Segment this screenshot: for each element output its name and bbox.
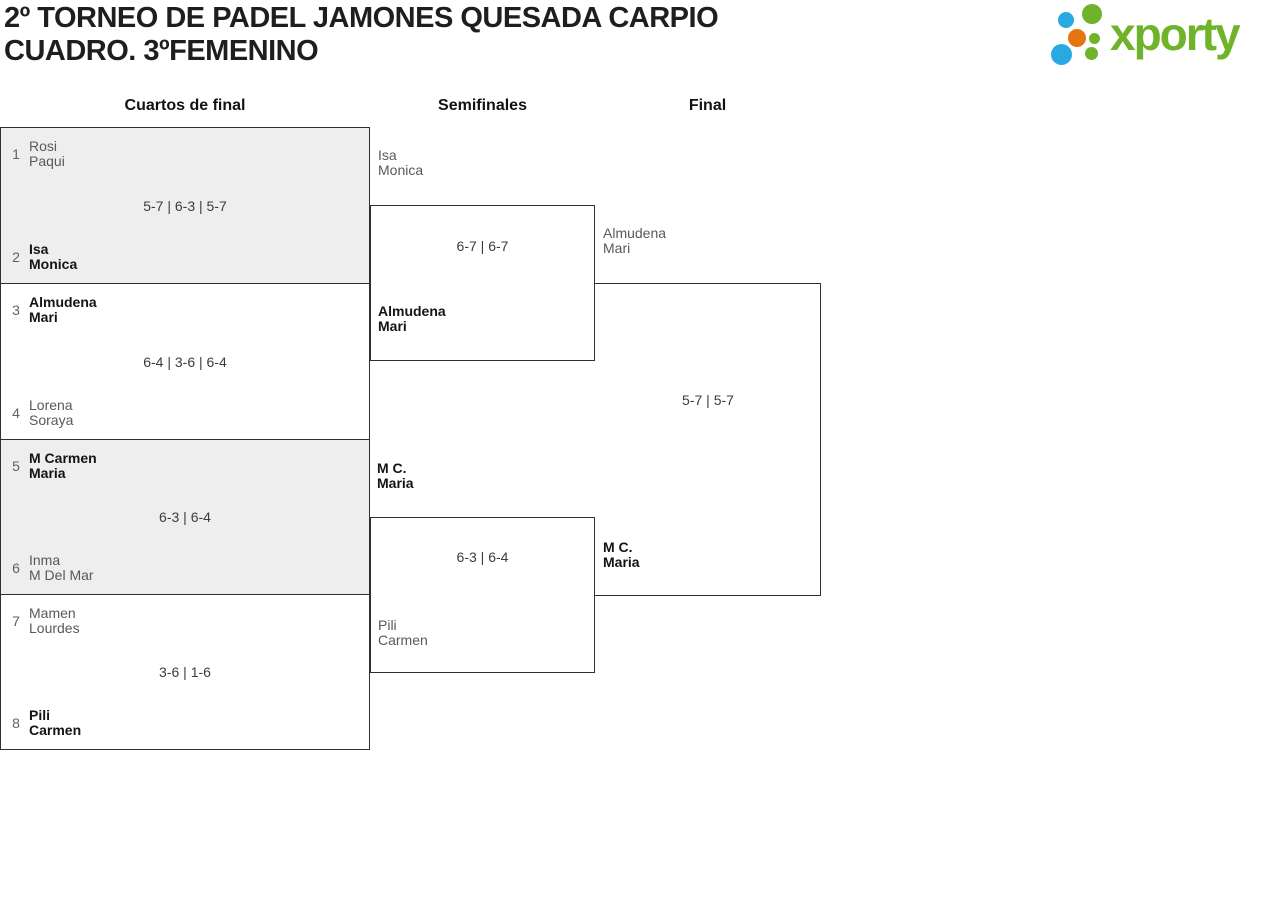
player-name: M Carmen xyxy=(29,450,97,466)
player-name: Maria xyxy=(603,554,640,570)
team-entry-seed-3: 3 Almudena Mari xyxy=(9,295,97,325)
player-name: M C. xyxy=(377,460,407,476)
round-header-cuartos: Cuartos de final xyxy=(124,97,246,114)
tournament-title: 2º TORNEO DE PADEL JAMONES QUESADA CARPI… xyxy=(4,2,719,34)
team-names: Inma M Del Mar xyxy=(29,553,94,583)
player-name: Carmen xyxy=(29,722,82,738)
team-entry-seed-7: 7 Mamen Lourdes xyxy=(9,606,80,636)
logo-dot-orange-icon xyxy=(1068,29,1086,47)
player-name: Paqui xyxy=(29,153,65,169)
seed-number: 2 xyxy=(12,249,20,265)
semifinal-1-team-bottom: Almudena Mari xyxy=(378,304,446,334)
seed-number: 5 xyxy=(12,458,20,474)
player-name: Almudena xyxy=(603,225,667,241)
match-final-box xyxy=(595,283,821,596)
player-name: Maria xyxy=(377,475,414,491)
logo-dot-blue-small-icon xyxy=(1058,12,1074,28)
player-name: Carmen xyxy=(378,632,428,648)
player-name: M C. xyxy=(603,539,633,555)
seed-number: 3 xyxy=(12,302,20,318)
team-entry-seed-2: 2 Isa Monica xyxy=(9,242,77,272)
player-name: Mari xyxy=(378,318,407,334)
logo-dot-green-small-right-icon xyxy=(1089,33,1100,44)
player-name: Soraya xyxy=(29,412,74,428)
player-name: Inma xyxy=(29,552,61,568)
final-team-top: Almudena Mari xyxy=(603,226,666,256)
player-name: Maria xyxy=(29,465,66,481)
player-name: Monica xyxy=(29,256,78,272)
player-name: Pili xyxy=(378,617,397,633)
team-names: Lorena Soraya xyxy=(29,398,73,428)
match-score: 5-7 | 6-3 | 5-7 xyxy=(143,197,227,214)
xporty-logo-text: xporty xyxy=(1110,8,1241,60)
match-score: 6-3 | 6-4 xyxy=(159,509,211,525)
semifinal-1-team-top: Isa Monica xyxy=(378,148,423,178)
final-score: 5-7 | 5-7 xyxy=(682,392,734,408)
seed-number: 8 xyxy=(12,715,20,731)
player-name: Lourdes xyxy=(29,620,80,636)
bracket-subtitle: CUADRO. 3ºFEMENINO xyxy=(4,35,319,67)
seed-number: 1 xyxy=(12,146,20,162)
player-name: Isa xyxy=(378,147,397,163)
logo-dot-blue-large-icon xyxy=(1051,44,1072,65)
team-names: M Carmen Maria xyxy=(29,451,97,481)
match-semifinal-1-box xyxy=(370,205,595,361)
team-entry-seed-6: 6 Inma M Del Mar xyxy=(9,553,94,583)
round-header-final: Final xyxy=(688,97,727,114)
semifinal-2-score: 6-3 | 6-4 xyxy=(456,549,509,565)
team-names: Mamen Lourdes xyxy=(29,606,80,636)
match-quarterfinal-3: 5 M Carmen Maria 6-3 | 6-4 6 Inma M Del … xyxy=(0,439,370,595)
semifinal-2-team-top: M C. Maria xyxy=(377,461,414,491)
player-name: Mamen xyxy=(29,605,76,621)
player-name: Mari xyxy=(29,309,58,325)
logo-dot-green-small-bottom-icon xyxy=(1085,47,1098,60)
team-names: Rosi Paqui xyxy=(29,139,65,169)
team-entry-seed-1: 1 Rosi Paqui xyxy=(9,139,65,169)
team-entry-seed-8: 8 Pili Carmen xyxy=(9,708,81,738)
player-name: M Del Mar xyxy=(29,567,94,583)
player-name: Mari xyxy=(603,240,631,256)
semifinal-1-score: 6-7 | 6-7 xyxy=(456,238,509,254)
seed-number: 4 xyxy=(12,405,20,421)
match-quarterfinal-2: 3 Almudena Mari 6-4 | 3-6 | 6-4 4 Lorena… xyxy=(0,283,370,440)
page-title: 2º TORNEO DE PADEL JAMONES QUESADA CARPI… xyxy=(4,2,719,68)
player-name: Almudena xyxy=(378,303,446,319)
player-name: Lorena xyxy=(29,397,73,413)
team-names: Isa Monica xyxy=(29,242,77,272)
match-semifinal-2-box xyxy=(370,517,595,673)
player-name: Almudena xyxy=(29,294,97,310)
match-score: 3-6 | 1-6 xyxy=(159,664,211,680)
xporty-logo[interactable]: xporty xyxy=(1048,3,1276,77)
semifinal-2-team-bottom: Pili Carmen xyxy=(378,618,428,648)
team-entry-seed-5: 5 M Carmen Maria xyxy=(9,451,97,481)
seed-number: 7 xyxy=(12,613,20,629)
logo-dot-green-large-icon xyxy=(1082,4,1102,24)
match-score: 6-4 | 3-6 | 6-4 xyxy=(143,353,227,370)
final-team-bottom: M C. Maria xyxy=(603,540,640,570)
player-name: Pili xyxy=(29,707,51,723)
seed-number: 6 xyxy=(12,560,20,576)
match-quarterfinal-4: 7 Mamen Lourdes 3-6 | 1-6 8 Pili Carmen xyxy=(0,594,370,750)
team-entry-seed-4: 4 Lorena Soraya xyxy=(9,398,73,428)
player-name: Isa xyxy=(29,241,49,257)
team-names: Almudena Mari xyxy=(29,295,97,325)
round-header-semifinales: Semifinales xyxy=(438,97,527,114)
player-name: Rosi xyxy=(29,138,58,154)
team-names: Pili Carmen xyxy=(29,708,81,738)
player-name: Monica xyxy=(378,162,424,178)
match-quarterfinal-1: 1 Rosi Paqui 5-7 | 6-3 | 5-7 2 Isa Monic… xyxy=(0,127,370,284)
